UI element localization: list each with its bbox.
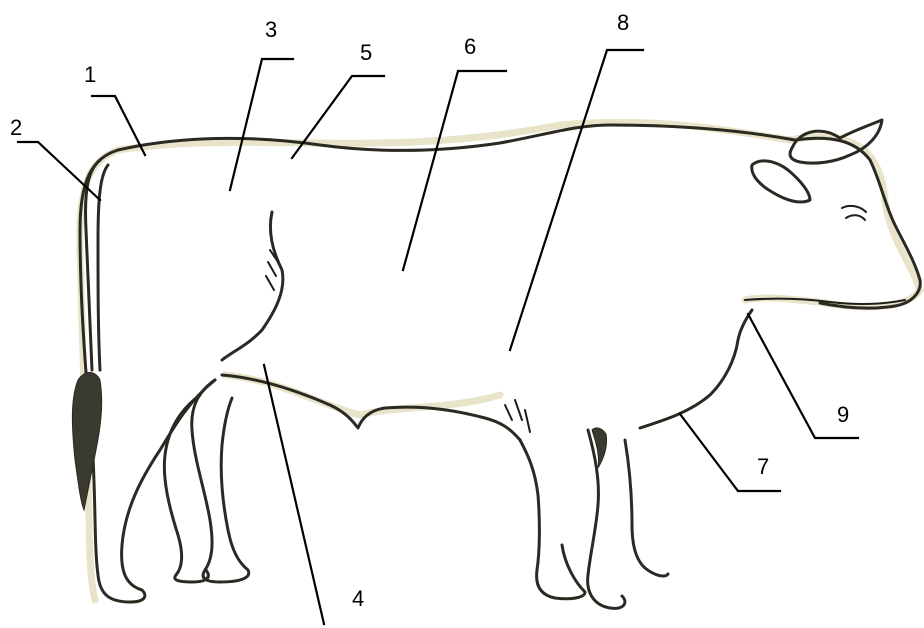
leader-3: [230, 59, 293, 190]
label-4: 4: [352, 586, 364, 611]
label-5: 5: [360, 40, 372, 65]
leader-6: [403, 71, 506, 270]
label-8: 8: [617, 10, 629, 35]
tail-tuft: [72, 373, 101, 511]
cow-outline-halo: [80, 122, 920, 600]
eye: [842, 206, 866, 220]
cow-drawing: [72, 120, 920, 608]
label-7: 7: [757, 454, 769, 479]
leader-7: [680, 414, 780, 491]
label-6: 6: [464, 34, 476, 59]
number-labels: 1 2 3 4 5 6 7 8 9: [10, 10, 849, 611]
rump-outline: [80, 150, 215, 602]
brisket-outline: [640, 310, 752, 428]
front-leg-near: [588, 430, 625, 608]
leader-lines: [18, 50, 858, 624]
leader-4: [264, 365, 324, 624]
label-2: 2: [10, 115, 22, 140]
leader-8: [510, 50, 643, 350]
ear-outline: [752, 161, 810, 202]
flank-fold: [222, 212, 283, 360]
hind-leg-near: [192, 380, 249, 582]
front-leg-far: [520, 440, 585, 599]
label-3: 3: [265, 17, 277, 42]
label-1: 1: [84, 62, 96, 87]
label-9: 9: [837, 402, 849, 427]
tail-inner: [98, 165, 108, 370]
front-leg-rear-edge: [625, 440, 668, 576]
